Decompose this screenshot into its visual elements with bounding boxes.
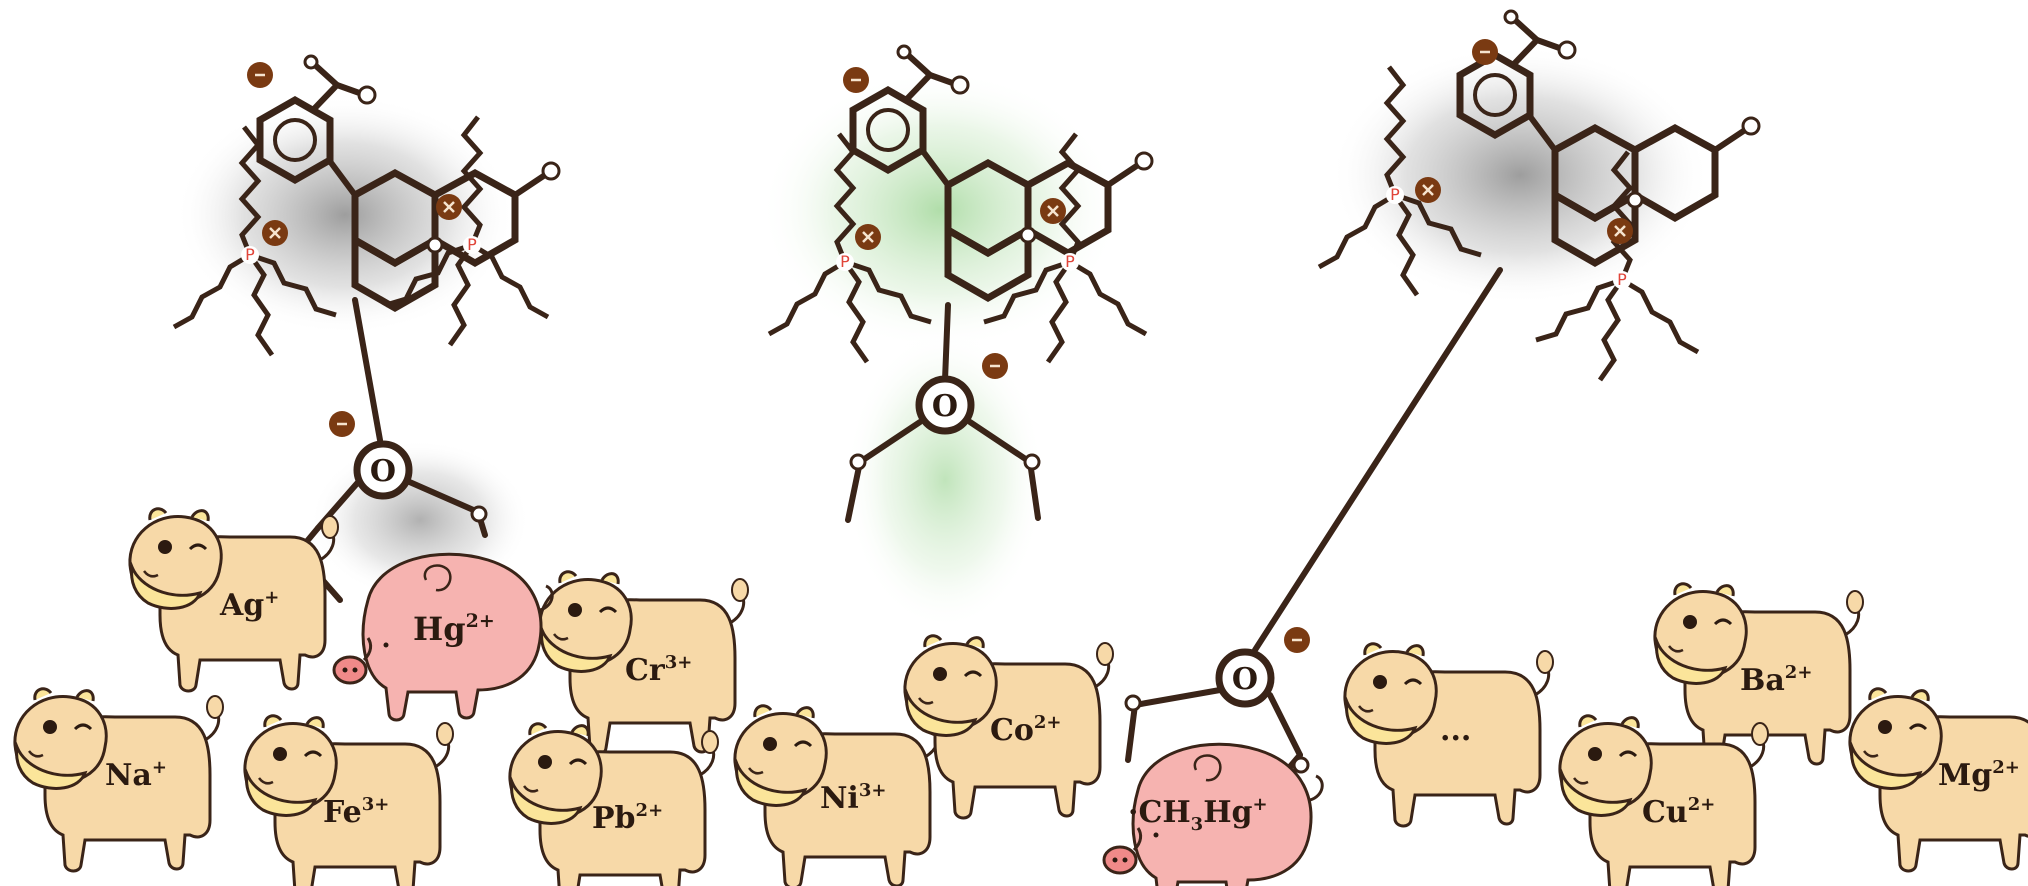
cow-ba: Ba2+ (1653, 582, 1865, 768)
probe1-linker (352, 297, 383, 443)
svg-text:Ba2+: Ba2+ (1740, 662, 1812, 698)
svg-text:Na+: Na+ (105, 757, 167, 793)
cow-mg: Mg2+ (1848, 687, 2028, 873)
svg-text:Co2+: Co2+ (990, 712, 1062, 748)
cow-co: Co2+ (903, 634, 1115, 820)
probe2-pos-charge-left (853, 222, 883, 252)
svg-text:Cr3+: Cr3+ (625, 652, 692, 688)
probe3-neg-charge-top (1470, 37, 1500, 67)
svg-text:Mg2+: Mg2+ (1938, 757, 2020, 793)
svg-text:O: O (370, 454, 396, 489)
probe1-phosphonium-right: P (386, 117, 548, 345)
svg-text:Cu2+: Cu2+ (1642, 794, 1715, 830)
svg-text:P: P (1065, 252, 1075, 271)
cow-cr: Cr3+ (538, 570, 750, 756)
cow-others: ... (1343, 642, 1555, 828)
probe1-pos-charge-right (434, 192, 464, 222)
svg-text:Pb2+: Pb2+ (592, 800, 663, 836)
svg-text:Ni3+: Ni3+ (820, 780, 886, 816)
probe3-phosphonium-right: P (1536, 152, 1698, 380)
svg-text:...: ... (1440, 713, 1471, 748)
probe1-phosphonium-left: P (174, 127, 336, 355)
pig-hg: Hg2+ (332, 552, 554, 722)
probe2-phosphonium-left: P (769, 134, 931, 362)
probe2-gripper-open (845, 419, 1041, 523)
probe3-linker (1252, 267, 1503, 653)
svg-text:O: O (932, 389, 958, 424)
probe1-neg-charge-linker (327, 409, 357, 439)
probe3-neg-charge-linker (1282, 625, 1312, 655)
probe2-neg-charge-linker (980, 351, 1010, 381)
svg-text:P: P (840, 252, 850, 271)
probe3-phosphonium-left: P (1319, 67, 1481, 295)
svg-text:P: P (467, 235, 477, 254)
probe1-pos-charge-left (260, 218, 290, 248)
svg-text:P: P (1390, 185, 1400, 204)
probe3-pos-charge-left (1413, 175, 1443, 205)
probe2-linker (942, 302, 951, 383)
cow-na: Na+ (13, 687, 225, 873)
cow-fe: Fe3+ (243, 714, 455, 886)
cow-ni: Ni3+ (733, 704, 945, 886)
probe2-pos-charge-right (1038, 196, 1068, 226)
probe1-neg-charge-top (245, 60, 275, 90)
probe3-oxygen-node: O (1215, 648, 1275, 708)
probe3-pos-charge-right (1605, 216, 1635, 246)
probe1-oxygen-node: O (353, 440, 413, 500)
probe2-oxygen-node: O (915, 375, 975, 435)
svg-text:·CH3Hg+: ·CH3Hg+ (1128, 794, 1268, 835)
cow-ag: Ag+ (128, 507, 340, 693)
probe2-neg-charge-top (841, 65, 871, 95)
svg-text:P: P (245, 245, 255, 264)
probe2-phosphonium-right: P (984, 134, 1146, 362)
pig-methylmercury: ·CH3Hg+ (1102, 742, 1324, 886)
svg-text:Ag+: Ag+ (219, 587, 279, 623)
svg-text:O: O (1232, 662, 1258, 697)
cow-cu: Cu2+ (1558, 714, 1770, 886)
cow-pb: Pb2+ (508, 722, 720, 886)
svg-text:Hg2+: Hg2+ (413, 610, 495, 648)
svg-text:Fe3+: Fe3+ (323, 794, 389, 830)
svg-text:P: P (1617, 270, 1627, 289)
